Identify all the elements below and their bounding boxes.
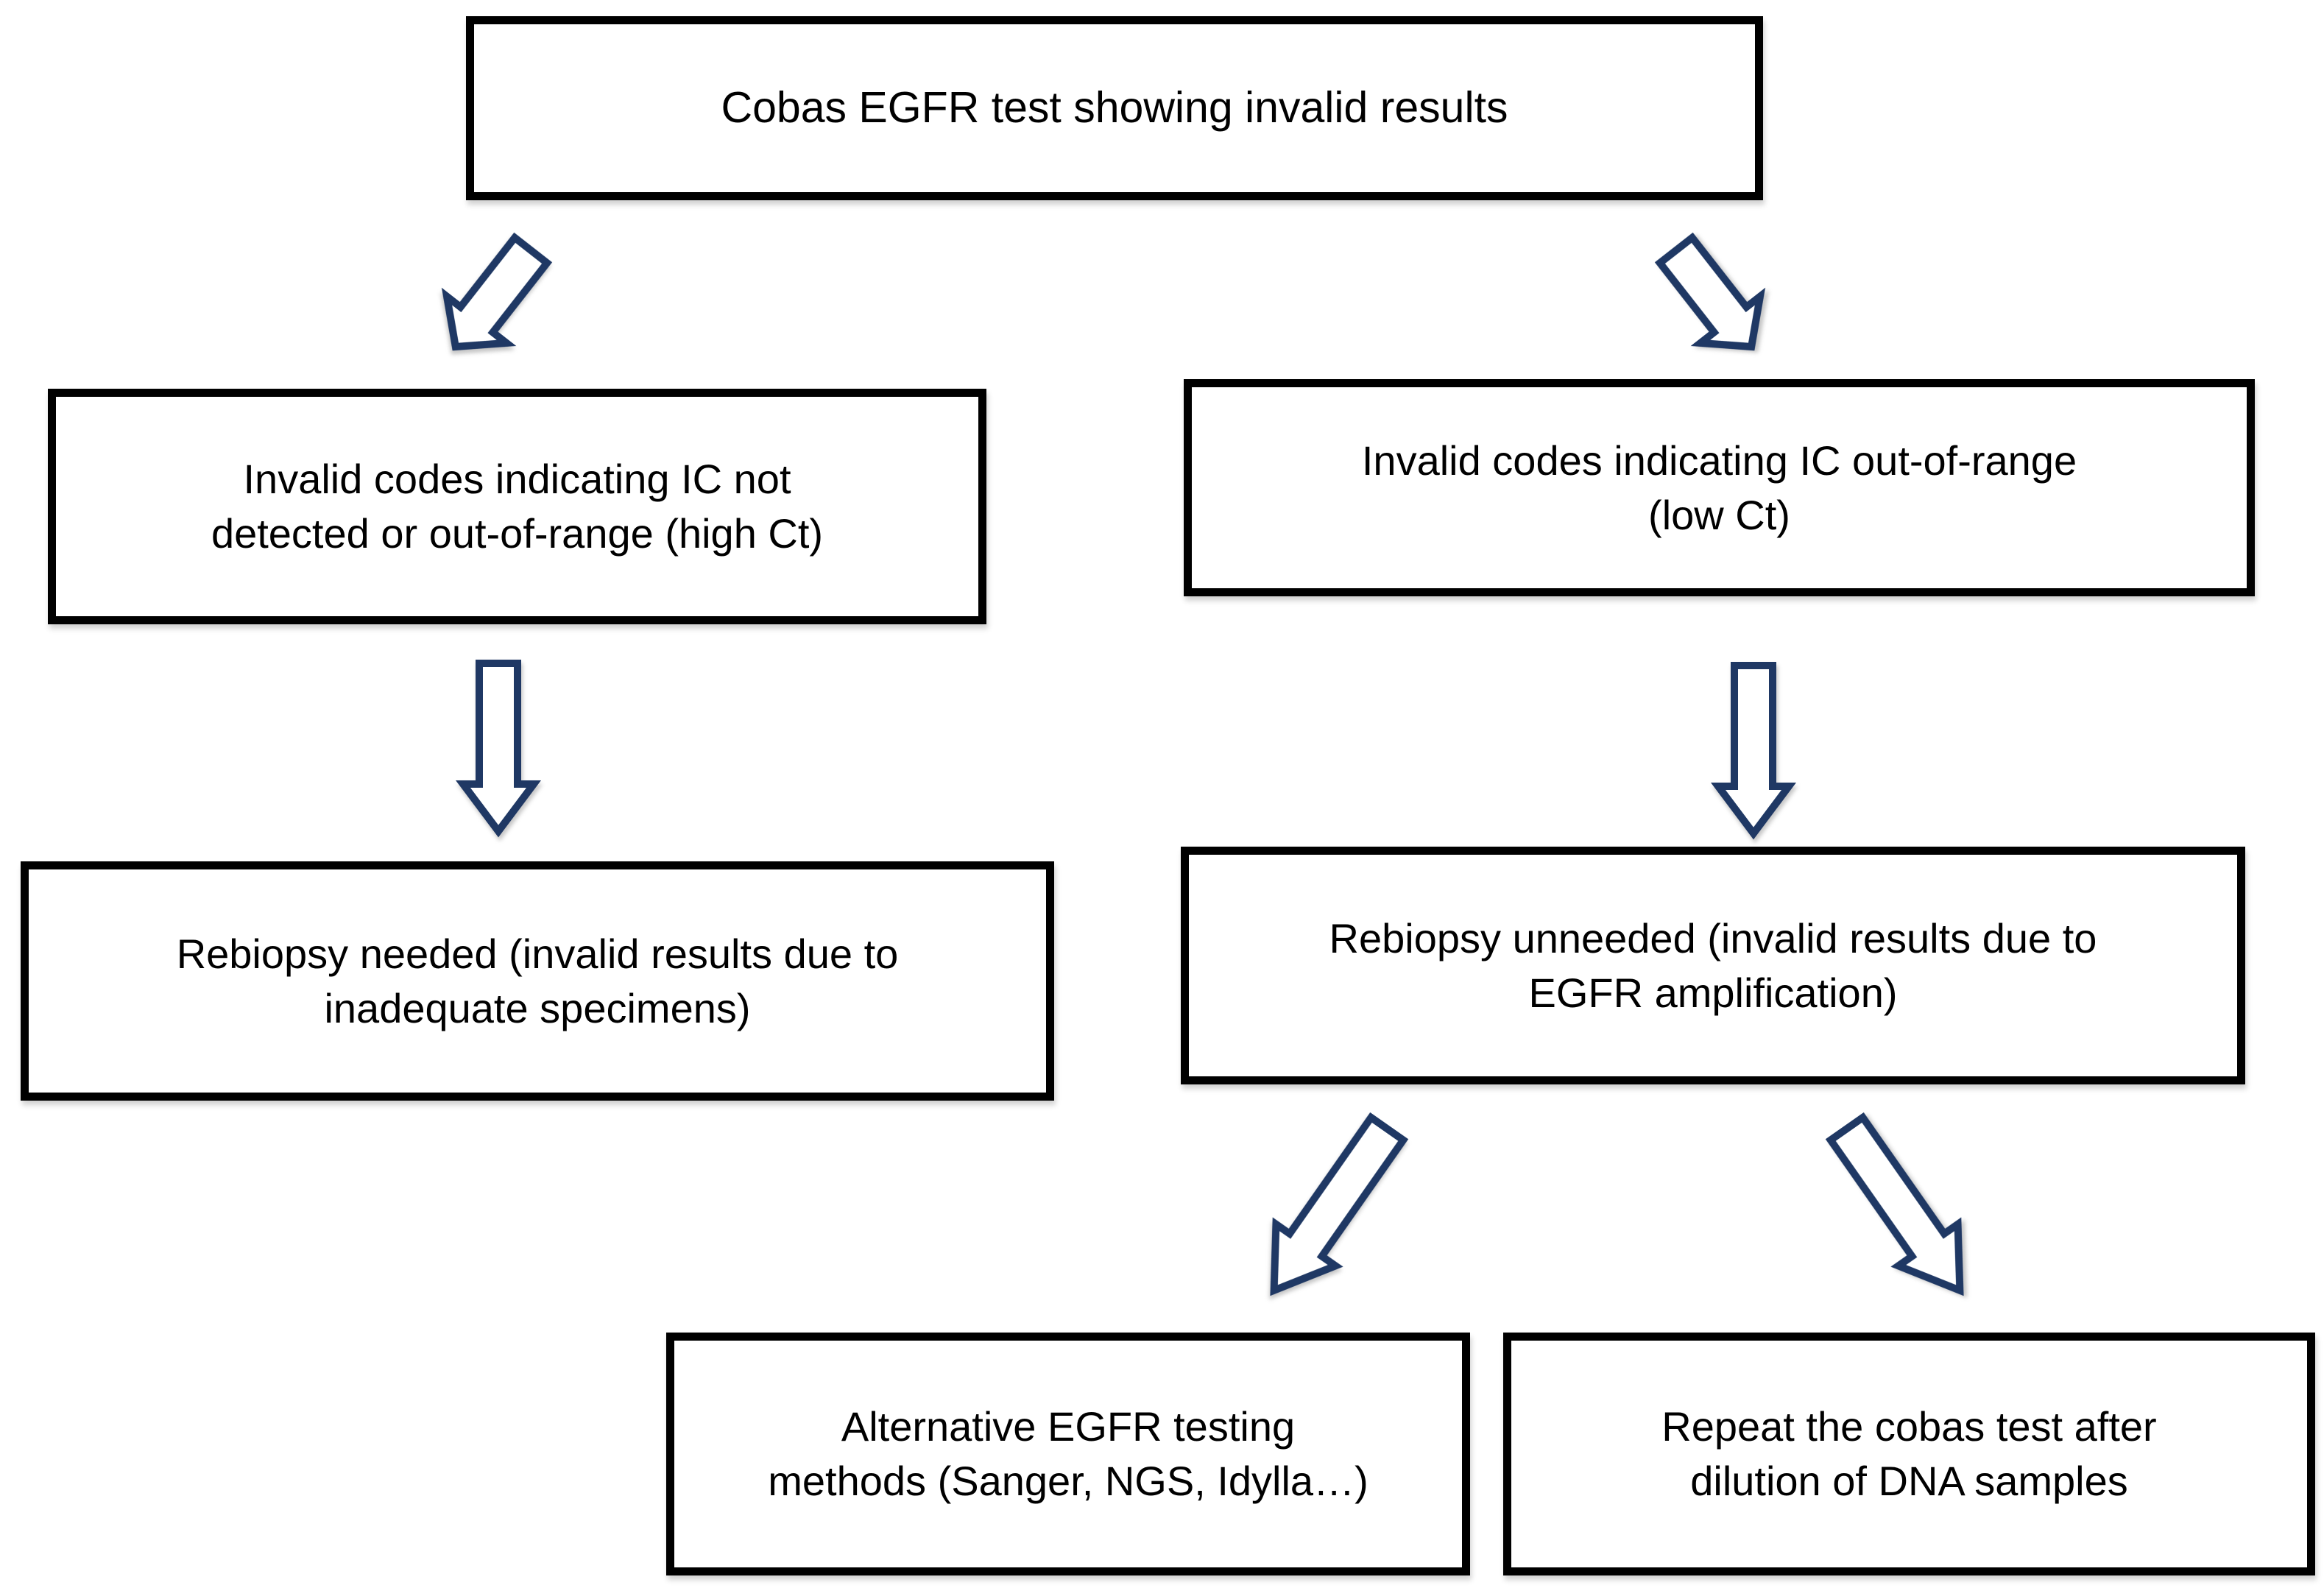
- node-rebiopsy-unneeded: Rebiopsy unneeded (invalid results due t…: [1181, 847, 2245, 1084]
- arrow-root-to-right-branch-icon: [1639, 221, 1788, 377]
- node-label: Alternative EGFR testing methods (Sanger…: [768, 1403, 1368, 1504]
- node-alternative-egfr-testing: Alternative EGFR testing methods (Sanger…: [666, 1333, 1470, 1575]
- arrow-root-to-left-branch-icon: [419, 221, 568, 377]
- node-rebiopsy-needed: Rebiopsy needed (invalid results due to …: [21, 861, 1054, 1101]
- node-invalid-codes-ic-out-of-range: Invalid codes indicating IC out-of-range…: [1184, 379, 2255, 596]
- node-label: Repeat the cobas test after dilution of …: [1661, 1403, 2157, 1504]
- node-invalid-codes-ic-not-detected: Invalid codes indicating IC not detected…: [48, 389, 986, 624]
- node-label: Invalid codes indicating IC out-of-range…: [1361, 437, 2077, 538]
- arrow-right-branch-to-outcome-icon: [1712, 661, 1795, 838]
- node-label: Invalid codes indicating IC not detected…: [211, 456, 824, 557]
- arrow-left-branch-to-outcome-icon: [457, 659, 540, 836]
- arrow-outcome-to-repeat-test-icon: [1809, 1101, 1998, 1319]
- node-label: Rebiopsy needed (invalid results due to …: [176, 930, 899, 1031]
- arrow-outcome-to-alternative-testing-icon: [1237, 1101, 1425, 1319]
- node-repeat-cobas-test: Repeat the cobas test after dilution of …: [1503, 1333, 2315, 1575]
- node-cobas-egfr-invalid-results: Cobas EGFR test showing invalid results: [466, 16, 1763, 200]
- node-label: Cobas EGFR test showing invalid results: [721, 83, 1508, 133]
- node-label: Rebiopsy unneeded (invalid results due t…: [1329, 914, 2097, 1016]
